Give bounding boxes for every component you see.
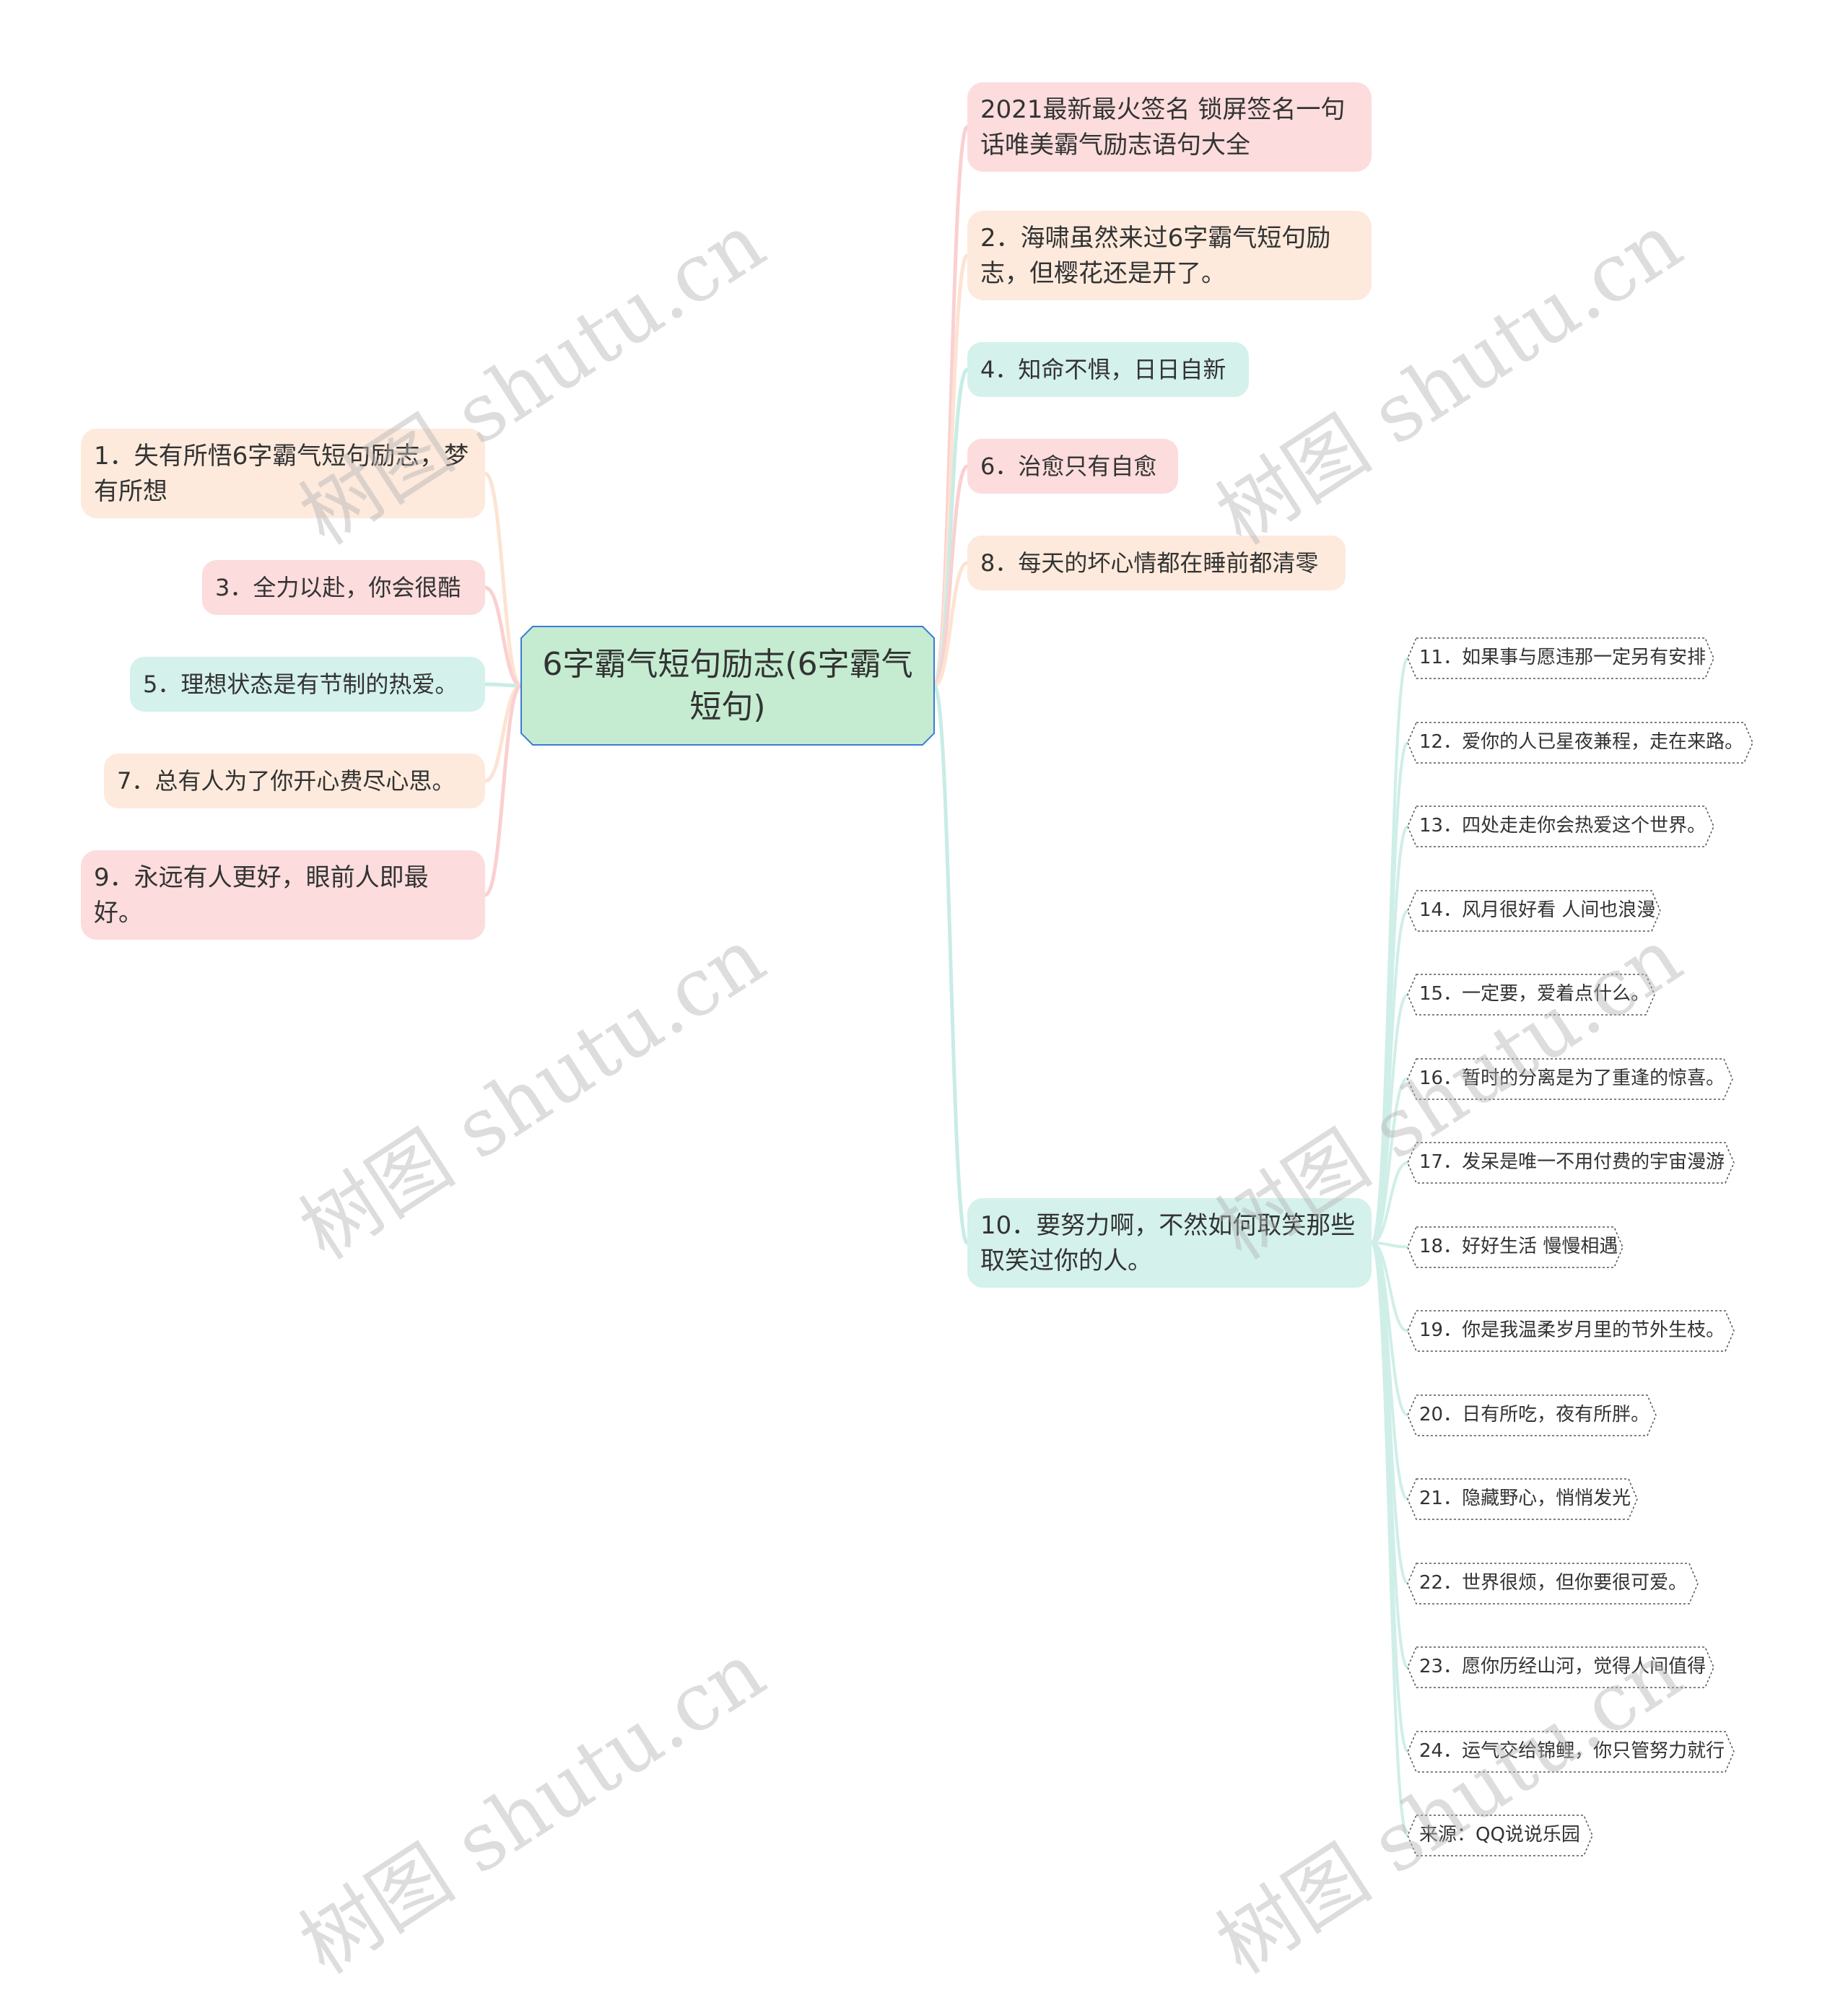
sub-item[interactable]: 14．风月很好看 人间也浪漫 <box>1407 889 1661 932</box>
branch-node-3[interactable]: 3．全力以赴，你会很酷 <box>202 560 485 615</box>
sub-item-frame <box>1407 806 1714 847</box>
sub-item-frame <box>1407 1562 1699 1605</box>
branch-label: 2．海啸虽然来过6字霸气短句励志，但樱花还是开了。 <box>980 224 1331 289</box>
root-shape <box>520 626 935 746</box>
connector-line <box>933 561 969 688</box>
connector-lines <box>484 125 1409 1837</box>
sub-item[interactable]: 13．四处走走你会热爱这个世界。 <box>1407 806 1714 847</box>
sub-item-frame <box>1407 637 1714 679</box>
sub-item-label: 19．你是我温柔岁月里的节外生枝。 <box>1419 1319 1725 1342</box>
sub-item-frame <box>1407 721 1753 764</box>
connector-line <box>484 585 522 688</box>
sub-item[interactable]: 12．爱你的人已星夜兼程，走在来路。 <box>1407 721 1753 764</box>
sub-item[interactable]: 23．愿你历经山河，觉得人间值得 <box>1407 1646 1714 1688</box>
branch-label: 3．全力以赴，你会很酷 <box>215 573 461 601</box>
connector-line <box>484 682 522 688</box>
sub-item-frame <box>1407 1478 1638 1520</box>
sub-item[interactable]: 22．世界很烦，但你要很可爱。 <box>1407 1562 1699 1605</box>
sub-item[interactable]: 19．你是我温柔岁月里的节外生枝。 <box>1407 1310 1735 1352</box>
connector-line <box>933 464 969 688</box>
sub-item[interactable]: 15．一定要，爱着点什么。 <box>1407 974 1655 1016</box>
sub-item-label: 来源：QQ说说乐园 <box>1419 1824 1580 1846</box>
branch-node-title-link[interactable]: 2021最新最火签名 锁屏签名一句话唯美霸气励志语句大全 <box>967 82 1372 172</box>
sub-item-label: 14．风月很好看 人间也浪漫 <box>1419 899 1656 921</box>
root-topic[interactable]: 6字霸气短句励志(6字霸气短句) <box>520 626 935 746</box>
branch-label: 9．永远有人更好，眼前人即最好。 <box>94 863 429 928</box>
branch-label: 6．治愈只有自愈 <box>980 452 1157 480</box>
sub-item[interactable]: 17．发呆是唯一不用付费的宇宙漫游 <box>1407 1142 1735 1184</box>
sub-item-frame <box>1407 889 1661 932</box>
branch-node-5[interactable]: 5．理想状态是有节制的热爱。 <box>130 657 485 712</box>
sub-item-frame <box>1407 974 1655 1016</box>
sub-item[interactable]: 20．日有所吃，夜有所胖。 <box>1407 1394 1657 1436</box>
connector-line <box>1371 1077 1408 1244</box>
sub-item[interactable]: 来源：QQ说说乐园 <box>1407 1815 1593 1856</box>
sub-item-frame <box>1407 1394 1657 1436</box>
branch-node-2[interactable]: 2．海啸虽然来过6字霸气短句励志，但樱花还是开了。 <box>967 211 1372 300</box>
mind-map-canvas: 6字霸气短句励志(6字霸气短句) 1．失有所悟6字霸气短句励志，梦有所想 3．全… <box>81 82 1753 1991</box>
sub-item-label: 21．隐藏野心，悄悄发光 <box>1419 1488 1631 1510</box>
branch-label: 1．失有所悟6字霸气短句励志，梦有所想 <box>94 442 469 507</box>
sub-item-frame <box>1407 1142 1735 1184</box>
sub-item-label: 23．愿你历经山河，觉得人间值得 <box>1419 1656 1707 1678</box>
branch-label: 2021最新最火签名 锁屏签名一句话唯美霸气励志语句大全 <box>980 95 1346 160</box>
connector-line <box>932 684 969 1245</box>
sub-item[interactable]: 24．运气交给锦鲤，你只管努力就行 <box>1407 1730 1735 1773</box>
connector-line <box>1370 825 1409 1244</box>
sub-item-label: 12．爱你的人已星夜兼程，走在来路。 <box>1419 730 1744 753</box>
sub-item-label: 22．世界很烦，但你要很可爱。 <box>1419 1571 1688 1594</box>
sub-item[interactable]: 21．隐藏野心，悄悄发光 <box>1407 1478 1638 1520</box>
branch-label: 7．总有人为了你开心费尽心思。 <box>117 767 456 795</box>
branch-node-9[interactable]: 9．永远有人更好，眼前人即最好。 <box>81 850 485 940</box>
sub-item-label: 16．暂时的分离是为了重逢的惊喜。 <box>1419 1067 1725 1089</box>
sub-item-frame <box>1407 1730 1735 1773</box>
connector-line <box>932 125 969 688</box>
branch-label: 4．知命不惧，日日自新 <box>980 355 1226 383</box>
sub-item-frame <box>1407 1057 1733 1100</box>
sub-item-frame <box>1407 1646 1714 1688</box>
connector-line <box>484 684 522 783</box>
branch-label: 8．每天的坏心情都在睡前都清零 <box>980 549 1319 577</box>
sub-item-frame <box>1407 1226 1623 1268</box>
sub-item-label: 20．日有所吃，夜有所胖。 <box>1419 1403 1650 1426</box>
branch-label: 10．要努力啊，不然如何取笑那些取笑过你的人。 <box>980 1211 1356 1276</box>
sub-item-label: 17．发呆是唯一不用付费的宇宙漫游 <box>1419 1151 1725 1174</box>
branch-node-6[interactable]: 6．治愈只有自愈 <box>967 439 1178 494</box>
branch-node-7[interactable]: 7．总有人为了你开心费尽心思。 <box>104 754 485 808</box>
branch-node-1[interactable]: 1．失有所悟6字霸气短句励志，梦有所想 <box>81 429 485 518</box>
branch-node-10[interactable]: 10．要努力啊，不然如何取笑那些取笑过你的人。 <box>967 1198 1372 1288</box>
branch-node-8[interactable]: 8．每天的坏心情都在睡前都清零 <box>967 536 1346 590</box>
sub-item[interactable]: 16．暂时的分离是为了重逢的惊喜。 <box>1407 1057 1733 1100</box>
sub-item-label: 15．一定要，爱着点什么。 <box>1419 983 1650 1005</box>
sub-item-label: 18．好好生活 慢慢相遇 <box>1419 1235 1618 1257</box>
branch-node-4[interactable]: 4．知命不惧，日日自新 <box>967 342 1249 397</box>
connector-line <box>1371 1161 1408 1244</box>
root-title: 6字霸气短句励志(6字霸气短句) <box>542 645 913 725</box>
branch-label: 5．理想状态是有节制的热爱。 <box>143 670 458 698</box>
sub-item-label: 24．运气交给锦鲤，你只管努力就行 <box>1419 1739 1725 1762</box>
connector-line <box>1370 1241 1409 1669</box>
sub-item[interactable]: 11．如果事与愿违那一定另有安排 <box>1407 637 1714 679</box>
sub-item-label: 13．四处走走你会热爱这个世界。 <box>1419 815 1707 837</box>
connector-line <box>484 471 523 688</box>
connector-line <box>1370 1241 1409 1837</box>
sub-item-label: 11．如果事与愿违那一定另有安排 <box>1419 647 1707 669</box>
sub-item-frame <box>1407 1310 1735 1352</box>
sub-item[interactable]: 18．好好生活 慢慢相遇 <box>1407 1226 1623 1268</box>
connector-line <box>484 684 523 897</box>
sub-item-frame <box>1407 1815 1593 1856</box>
